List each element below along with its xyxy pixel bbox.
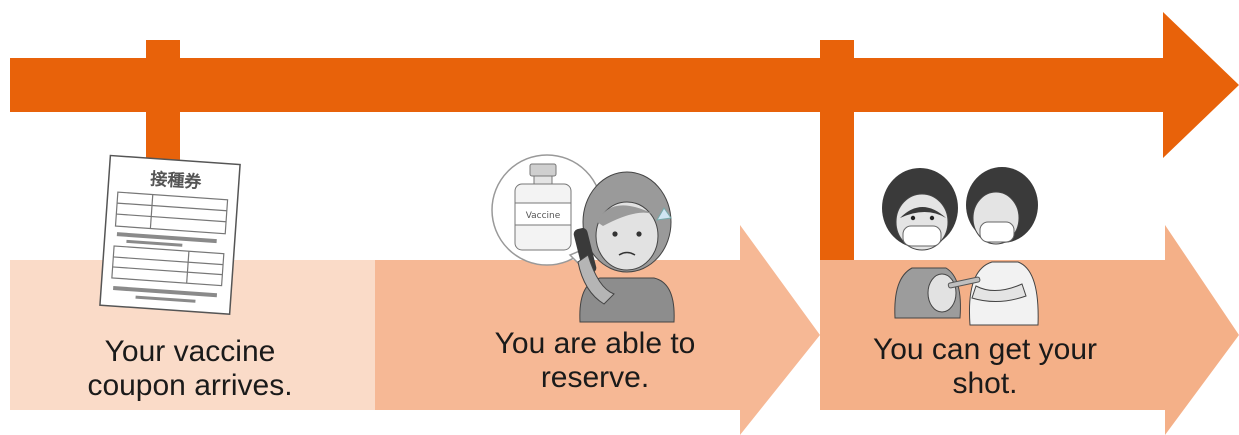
- step-caption-reserve: You are able to reserve.: [445, 327, 745, 395]
- stage-arrow-shot: [820, 225, 1239, 435]
- vaccine-bottle-label: Vaccine: [526, 211, 561, 221]
- step-caption-shot: You can get your shot.: [835, 333, 1135, 401]
- vaccine-coupon-icon: 接種券: [100, 156, 240, 315]
- coupon-header-text: 接種券: [150, 168, 203, 193]
- vaccination-icon: [882, 167, 1038, 325]
- step-caption-coupon: Your vaccine coupon arrives.: [40, 335, 340, 403]
